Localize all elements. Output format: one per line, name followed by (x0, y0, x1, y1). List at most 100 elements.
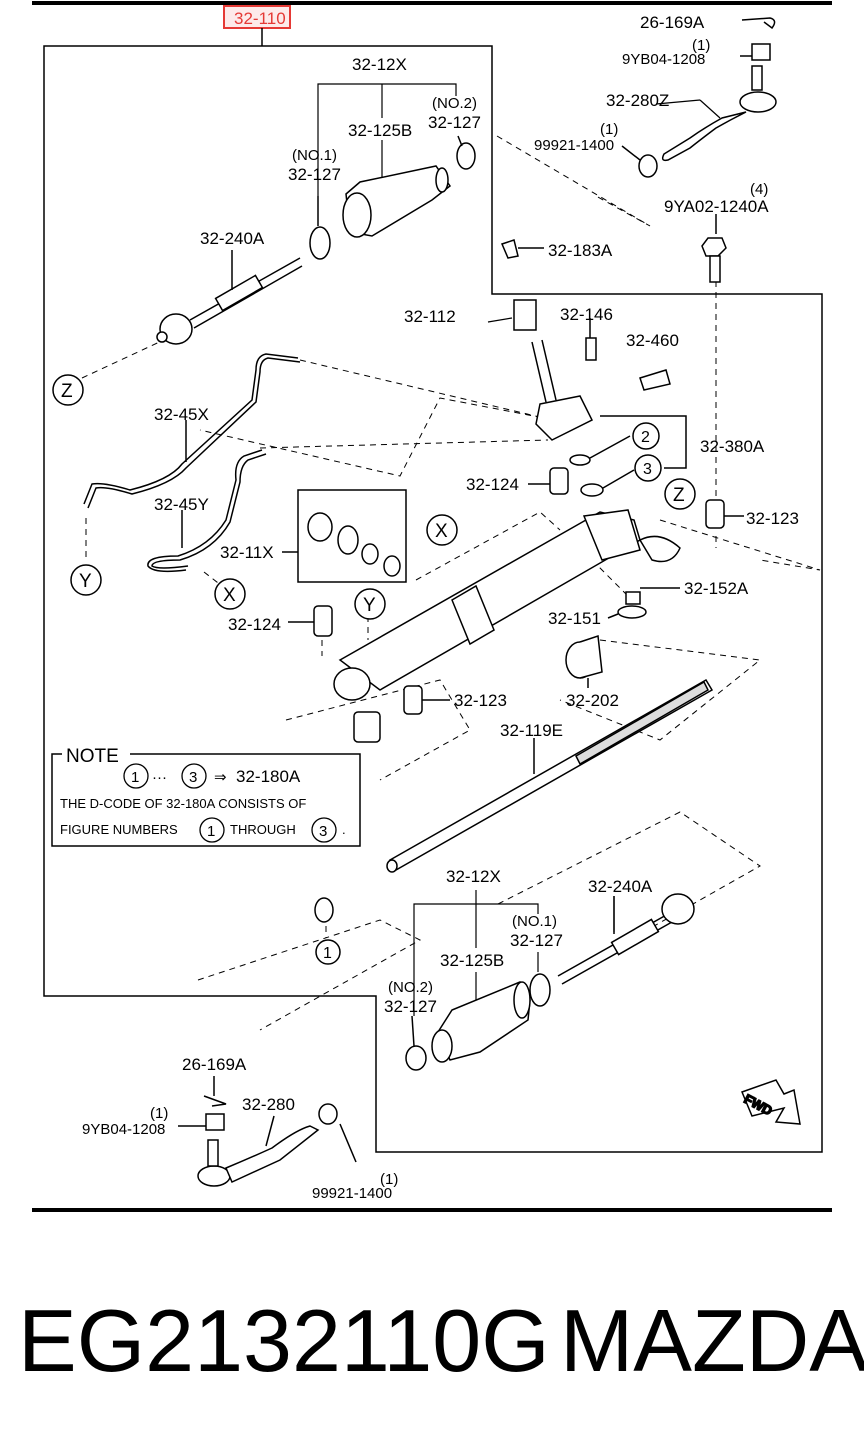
marker-y-2: Y (354, 588, 386, 620)
label-32-11x[interactable]: 32-11X (220, 543, 274, 562)
label-32-380a[interactable]: 32-380A (700, 437, 765, 456)
lock-nut-top (621, 145, 658, 178)
label-32-12x-top[interactable]: 32-12X (352, 55, 407, 74)
svg-text:3: 3 (189, 769, 197, 786)
bushing-32-123-b (403, 685, 450, 715)
label-32-119e[interactable]: 32-119E (500, 721, 563, 740)
label-32-280[interactable]: 32-280 (242, 1095, 295, 1114)
brand-name: MAZDA (560, 1291, 864, 1390)
bushing-32-202 (565, 634, 603, 688)
label-32-127-no1-top[interactable]: 32-127 (288, 165, 341, 184)
label-9yb04-bottom[interactable]: 9YB04-1208 (82, 1121, 165, 1138)
marker-circle-1: 1 (315, 939, 341, 965)
marker-z-2: Z (664, 478, 696, 510)
cotter-pin-top (741, 17, 776, 30)
label-32-152a[interactable]: 32-152A (684, 579, 749, 598)
svg-text:.: . (342, 822, 346, 837)
header-part-label[interactable]: 32-110 (223, 5, 291, 46)
label-32-12x-bottom[interactable]: 32-12X (446, 867, 501, 886)
seal-kit-box (282, 489, 407, 583)
label-32-146[interactable]: 32-146 (560, 305, 613, 324)
o-ring-2 (569, 435, 631, 466)
clamp-bottom-2 (405, 1015, 427, 1071)
label-qty-9yb-bottom: (1) (150, 1105, 168, 1122)
dashed-guides (81, 135, 821, 1031)
label-99921-bottom[interactable]: 99921-1400 (312, 1185, 392, 1202)
part-code: EG2132110G (18, 1291, 550, 1390)
bolt-32-152a (625, 587, 680, 605)
label-qty-99921-bottom: (1) (380, 1171, 398, 1188)
washer-32-151 (607, 605, 647, 619)
part-labels: 26-169A (1) 9YB04-1208 32-12X (NO.2) 32-… (82, 13, 799, 1202)
bushing-32-124-a (528, 467, 569, 495)
label-no1-top: (NO.1) (292, 147, 337, 164)
label-26-169a-bottom[interactable]: 26-169A (182, 1055, 247, 1074)
note-line-3: FIGURE NUMBERS (60, 822, 178, 837)
inner-tie-rod-bottom (557, 893, 695, 985)
label-qty-99921-top: (1) (600, 121, 618, 138)
label-32-45y[interactable]: 32-45Y (154, 495, 209, 514)
svg-text:3: 3 (319, 823, 327, 840)
boot-bottom (431, 981, 531, 1063)
label-32-151[interactable]: 32-151 (548, 609, 601, 628)
clip-part (500, 239, 544, 259)
svg-text:32-110: 32-110 (234, 9, 286, 28)
label-32-127-no2-bottom[interactable]: 32-127 (384, 997, 437, 1016)
label-99921-top[interactable]: 99921-1400 (534, 137, 614, 154)
label-32-127-no1-bottom[interactable]: 32-127 (510, 931, 563, 950)
note-box: NOTE 1 ··· 3 ⇒ 32-180A THE D-CODE OF 32-… (51, 746, 361, 847)
svg-text:2: 2 (641, 429, 650, 446)
label-32-240a-bottom[interactable]: 32-240A (588, 877, 653, 896)
svg-text:3: 3 (643, 461, 652, 478)
label-32-125b-bottom[interactable]: 32-125B (440, 951, 504, 970)
label-32-183a[interactable]: 32-183A (548, 241, 613, 260)
label-32-240a-top[interactable]: 32-240A (200, 229, 265, 248)
bushing-32-124-b (288, 605, 333, 637)
footer-caption: EG2132110G MAZDA (0, 1290, 864, 1410)
label-32-125b-top[interactable]: 32-125B (348, 121, 412, 140)
svg-text:32-180A: 32-180A (236, 767, 301, 786)
label-32-124-a[interactable]: 32-124 (466, 475, 519, 494)
bushing-32-123-a (705, 499, 744, 529)
label-9yb04-top[interactable]: 9YB04-1208 (622, 51, 705, 68)
label-9ya02[interactable]: 9YA02-1240A (664, 197, 769, 216)
o-ring-1 (314, 897, 334, 923)
pinion-valve-housing (513, 299, 671, 441)
clamp-bottom-1 (529, 973, 551, 1007)
label-32-123-b[interactable]: 32-123 (454, 691, 507, 710)
rack-housing (333, 509, 681, 743)
label-32-124-b[interactable]: 32-124 (228, 615, 281, 634)
rack-bar (386, 678, 714, 873)
clamp-top-2 (456, 135, 476, 170)
svg-text:Y: Y (363, 595, 376, 616)
label-32-202[interactable]: 32-202 (566, 691, 619, 710)
svg-text:⇒: ⇒ (214, 769, 227, 786)
label-32-123-a[interactable]: 32-123 (746, 509, 799, 528)
label-32-280z[interactable]: 32-280Z (606, 91, 669, 110)
marker-circle-3: 3 (634, 454, 662, 482)
label-32-112[interactable]: 32-112 (404, 307, 456, 326)
svg-text:THROUGH: THROUGH (230, 822, 296, 837)
svg-text:Y: Y (79, 571, 92, 592)
label-no1-bottom: (NO.1) (512, 913, 557, 930)
marker-z-1: Z (52, 374, 84, 406)
label-qty-top: (1) (692, 37, 710, 54)
pressure-pipe-x (83, 353, 301, 509)
o-ring-3 (580, 469, 635, 497)
marker-x-1: X (214, 578, 246, 610)
label-32-45x[interactable]: 32-45X (154, 405, 209, 424)
svg-text:Z: Z (673, 485, 685, 506)
pressure-pipe-y (147, 449, 267, 573)
label-no2-top: (NO.2) (432, 95, 477, 112)
leader-lines (317, 83, 721, 1016)
svg-text:···: ··· (152, 769, 167, 786)
marker-circle-2: 2 (632, 422, 660, 450)
svg-text:1: 1 (323, 945, 332, 962)
label-32-460[interactable]: 32-460 (626, 331, 679, 350)
bracket-32-380a (600, 415, 687, 469)
svg-text:1: 1 (131, 769, 139, 786)
svg-text:X: X (223, 585, 236, 606)
label-32-127-no2-top[interactable]: 32-127 (428, 113, 481, 132)
label-26-169a-top[interactable]: 26-169A (640, 13, 705, 32)
note-title: NOTE (66, 746, 119, 767)
